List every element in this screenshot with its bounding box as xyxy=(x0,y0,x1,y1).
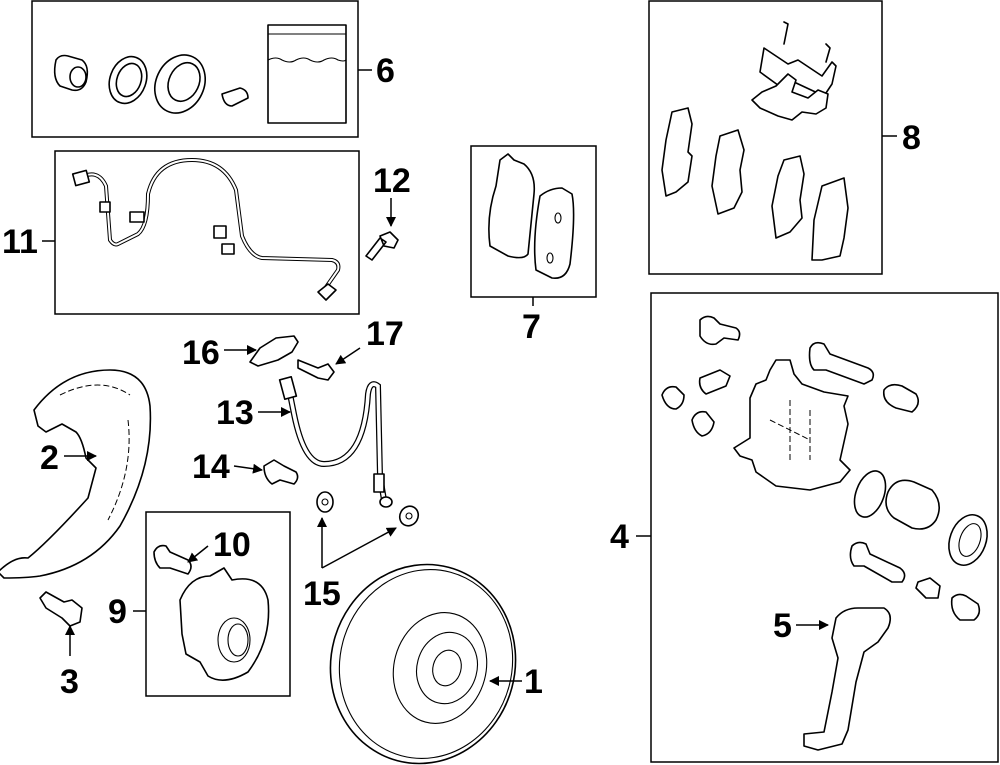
callout-6: 6 xyxy=(376,52,395,90)
callout-12: 12 xyxy=(373,162,411,200)
callout-1: 1 xyxy=(524,663,543,701)
outer-pad-drawing xyxy=(533,187,575,280)
pin-boot-2 xyxy=(950,593,981,621)
part-12[interactable]: 12 xyxy=(365,162,411,261)
group-box-9 xyxy=(145,511,291,697)
dust-boot-drawing xyxy=(154,54,206,114)
group-box-4 xyxy=(650,292,999,763)
pin-drawing xyxy=(221,87,249,107)
part-1[interactable]: 1 xyxy=(308,544,543,765)
brake-rotor-drawing xyxy=(329,563,517,765)
callout-10: 10 xyxy=(213,526,251,564)
inner-pad-drawing xyxy=(488,153,536,259)
part-17[interactable]: 17 xyxy=(297,315,404,381)
callout-11: 11 xyxy=(2,223,38,261)
anti-rattle-clip-bottom xyxy=(751,73,829,121)
shim-4 xyxy=(811,177,849,261)
guide-pin-1 xyxy=(808,341,875,385)
callout-17: 17 xyxy=(366,315,404,353)
guide-pin-2 xyxy=(849,541,906,583)
callout-13: 13 xyxy=(216,394,254,432)
piston-boot-drawing xyxy=(53,54,89,92)
part-13[interactable]: 13 xyxy=(216,375,393,508)
washer-2 xyxy=(398,505,420,527)
piston-drawing xyxy=(885,479,940,530)
anti-rattle-clip-top xyxy=(759,21,837,97)
caliper-body-drawing xyxy=(733,359,851,491)
sensor-bolt-drawing xyxy=(365,231,399,261)
part-16[interactable]: 16 xyxy=(182,334,299,372)
part-15[interactable]: 15 xyxy=(303,491,422,613)
callout-8: 8 xyxy=(902,119,921,157)
shield-bolt-drawing xyxy=(39,591,83,627)
group-box-11 xyxy=(54,150,360,315)
callout-2: 2 xyxy=(40,439,59,477)
callout-7: 7 xyxy=(522,308,541,346)
part-group-6[interactable]: 6 xyxy=(31,0,395,138)
callout-9: 9 xyxy=(108,593,127,631)
part-group-7[interactable]: 7 xyxy=(470,145,597,346)
grease-packet-drawing xyxy=(267,24,347,124)
seal-ring-drawing xyxy=(108,55,148,105)
part-group-4[interactable]: 4 5 xyxy=(610,292,999,763)
callout-14: 14 xyxy=(192,448,230,486)
part-group-8[interactable]: 8 xyxy=(648,0,921,275)
group-box-8 xyxy=(648,0,883,275)
part-3[interactable]: 3 xyxy=(39,591,83,701)
bleeder-drawing xyxy=(698,369,731,395)
pin-boot-1 xyxy=(882,383,920,413)
callout-16: 16 xyxy=(182,334,220,372)
bracket-bolt-drawing xyxy=(297,359,335,381)
washer-1 xyxy=(316,491,334,513)
caliper-bracket-drawing xyxy=(803,607,892,751)
callout-4: 4 xyxy=(610,518,629,556)
group-box-6 xyxy=(31,0,359,138)
callout-15: 15 xyxy=(303,575,341,613)
abs-wire-drawing xyxy=(78,157,341,292)
dust-boot xyxy=(948,514,988,566)
union-bolt-drawing xyxy=(263,459,299,485)
cap-2 xyxy=(691,410,715,437)
callout-5: 5 xyxy=(773,607,792,645)
sleeve-drawing xyxy=(915,577,941,599)
shim-3 xyxy=(771,155,805,239)
shim-2 xyxy=(711,129,745,215)
cap-1 xyxy=(661,385,685,410)
part-14[interactable]: 14 xyxy=(192,448,299,486)
piston-seal xyxy=(853,470,887,518)
part-2[interactable]: 2 xyxy=(0,369,152,579)
hub-flange-drawing xyxy=(179,567,270,681)
splash-shield-drawing xyxy=(0,369,152,579)
wheel-stud-drawing xyxy=(153,544,192,575)
part-group-9[interactable]: 10 9 xyxy=(108,511,291,697)
part-group-11[interactable]: 11 xyxy=(2,150,360,315)
bolt-drawing xyxy=(699,315,741,346)
callout-3: 3 xyxy=(60,663,79,701)
hose-bracket-drawing xyxy=(249,335,299,367)
shim-1 xyxy=(661,107,693,197)
